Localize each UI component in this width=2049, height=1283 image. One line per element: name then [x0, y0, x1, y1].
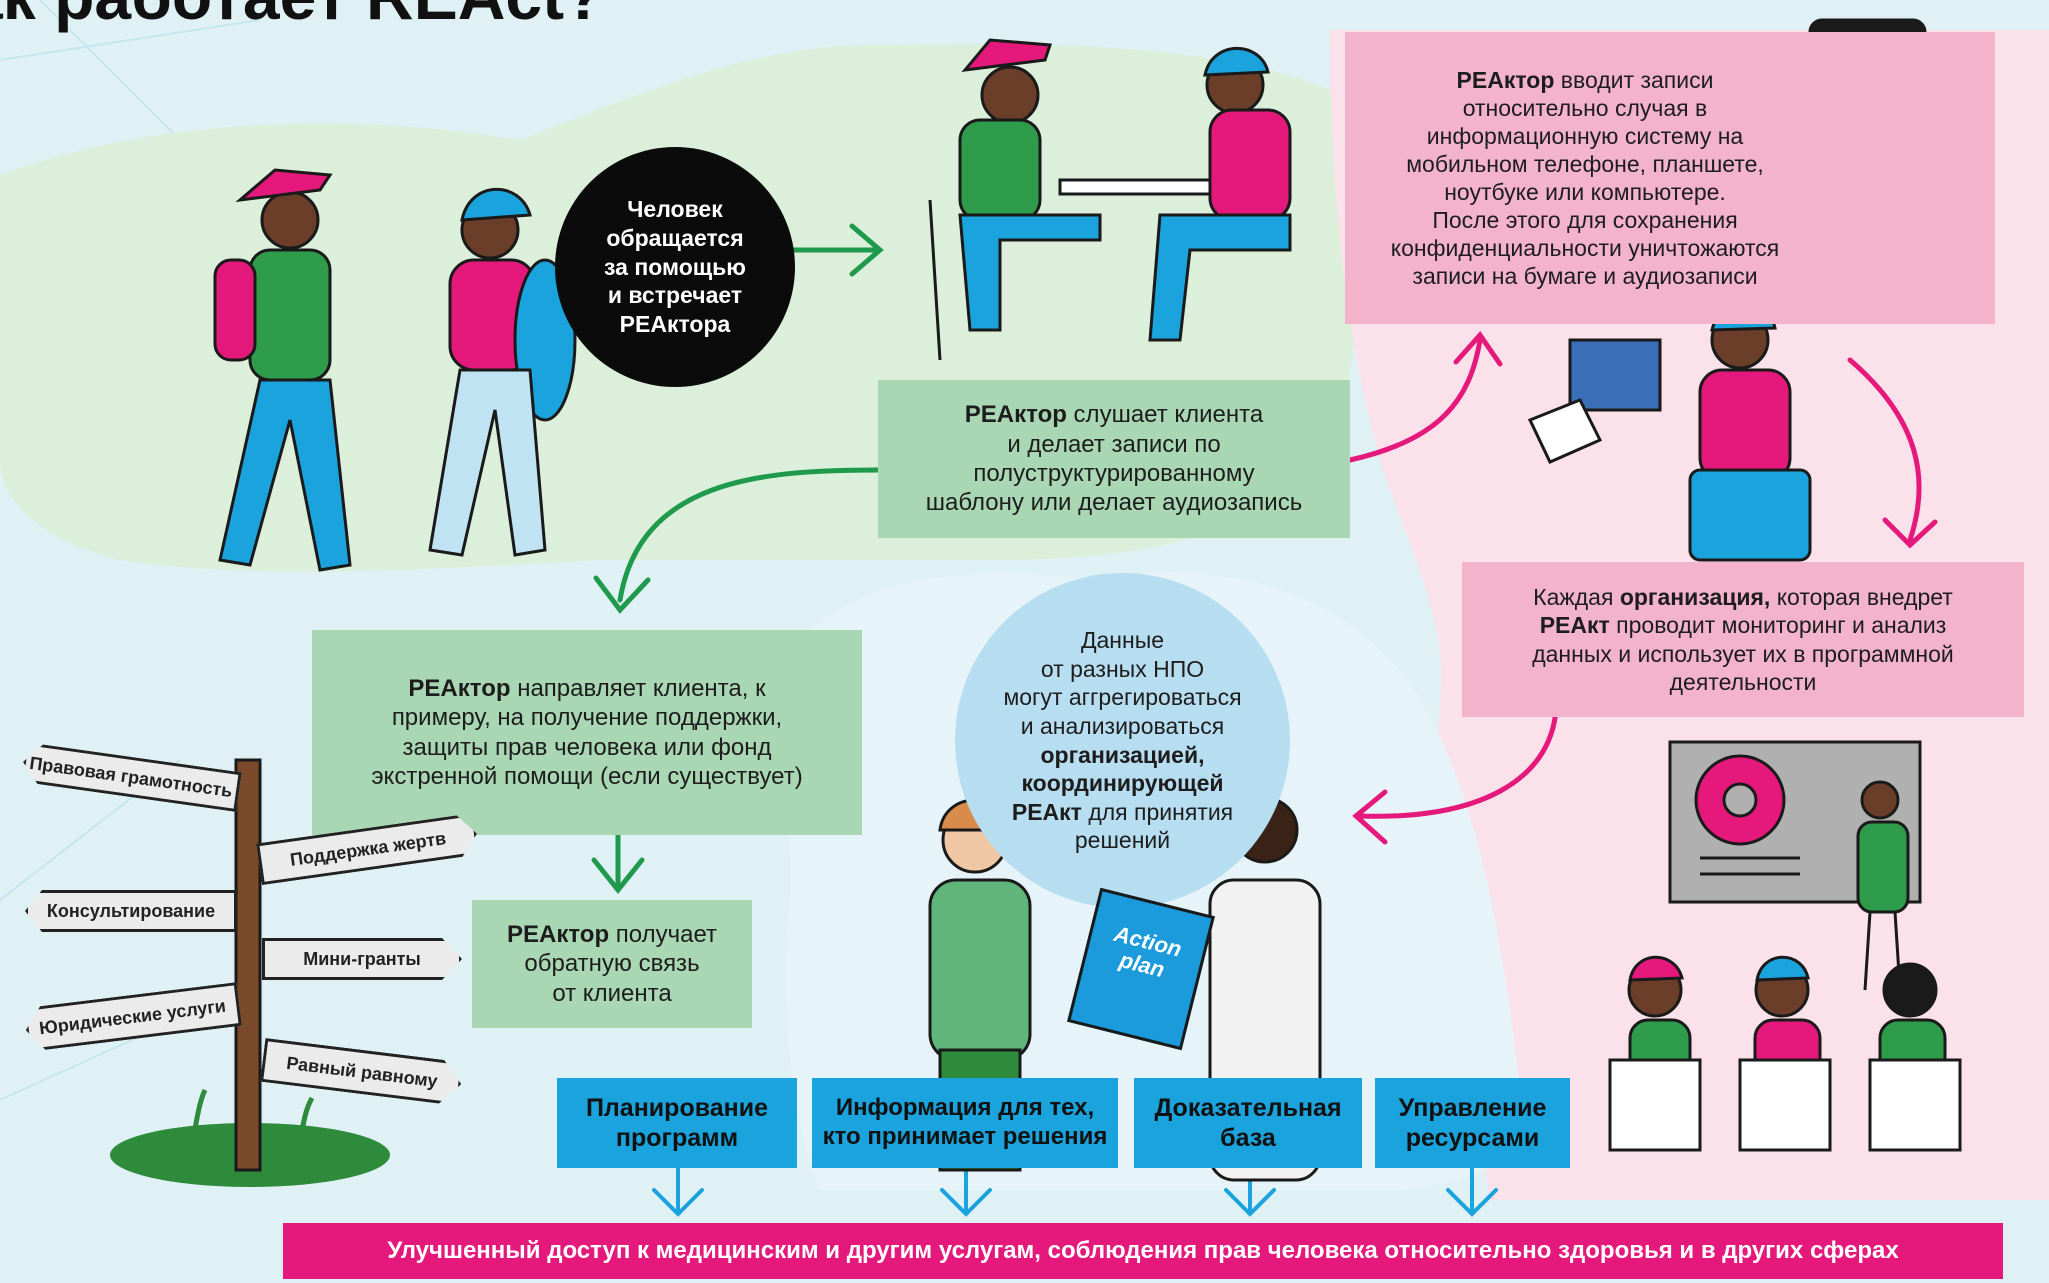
- output-line: Доказательная: [1154, 1094, 1342, 1122]
- org-line2-rest: проводит мониторинг и анализ: [1609, 612, 1947, 639]
- listen-line: шаблону или делает аудиозапись: [925, 489, 1303, 517]
- enter-bold: РЕАктор: [1456, 66, 1555, 93]
- feedback-box: РЕАктор получает обратную связь от клиен…: [472, 900, 752, 1028]
- org-rest: которая внедрет: [1770, 584, 1953, 611]
- page-title: ак работает REAct?: [0, 0, 604, 34]
- enter-line: мобильном телефоне, планшете,: [1406, 150, 1764, 177]
- person-laptop: [1527, 302, 1812, 562]
- refer-line: примеру, на получение поддержки,: [391, 704, 783, 732]
- sign-counseling: Консультирование: [25, 890, 237, 932]
- refer-bold: РЕАктор: [408, 674, 511, 702]
- outcome-banner: Улучшенный доступ к медицинским и другим…: [283, 1223, 2003, 1279]
- intro-line: обращается: [606, 224, 744, 251]
- sign-label: Равный равному: [285, 1052, 439, 1091]
- org-pre: Каждая: [1533, 584, 1620, 611]
- org-line: данных и использует их в программной: [1532, 640, 1954, 667]
- data-bold: РЕАкт: [1011, 798, 1082, 825]
- people-handshake: [213, 168, 577, 572]
- presentation: [1608, 740, 1962, 1152]
- data-rest: для принятия: [1081, 798, 1234, 825]
- data-aggregation-circle: Данные от разных НПО могут аггрегировать…: [955, 573, 1290, 908]
- data-line: от разных НПО: [1040, 655, 1205, 682]
- intro-line: Человек: [627, 196, 723, 223]
- feedback-line: от клиента: [552, 979, 672, 1007]
- organization-box: Каждая организация, которая внедрет РЕАк…: [1462, 562, 2024, 717]
- enter-line: информационную систему на: [1426, 122, 1744, 149]
- enter-line: ноутбуке или компьютере.: [1444, 179, 1726, 205]
- data-line: РЕАкт для принятия: [1012, 798, 1233, 827]
- enter-line: записи на бумаге и аудиозаписи: [1412, 263, 1758, 290]
- listen-line: и делает записи по: [1007, 430, 1221, 458]
- refer-line: экстренной помощи (если существует): [371, 762, 803, 790]
- sign-mini-grants: Мини-гранты: [262, 938, 462, 980]
- output-decision-makers: Информация для тех, кто принимает решени…: [812, 1078, 1118, 1168]
- enter-line: После этого для сохранения: [1432, 207, 1738, 234]
- refer-line: РЕАктор направляет клиента, к: [408, 674, 765, 703]
- signpost-pole: [234, 758, 262, 1172]
- refer-line: защиты прав человека или фонд: [402, 733, 772, 761]
- output-line: ресурсами: [1405, 1124, 1540, 1152]
- output-line: Информация для тех,: [835, 1094, 1095, 1122]
- output-program-planning: Планирование программ: [557, 1078, 797, 1168]
- sign-label: Консультирование: [46, 900, 216, 921]
- feedback-line: обратную связь: [524, 950, 700, 978]
- org-bold: организация,: [1619, 584, 1771, 611]
- output-line: база: [1220, 1124, 1276, 1152]
- sign-label: Мини-гранты: [303, 948, 421, 969]
- enter-rest: вводит записи: [1554, 66, 1714, 93]
- intro-line: и встречает: [607, 282, 743, 309]
- listen-bold: РЕАктор: [964, 401, 1067, 429]
- output-resource-management: Управление ресурсами: [1375, 1078, 1570, 1168]
- people-interview: [928, 38, 1292, 361]
- intro-line: РЕАктора: [619, 311, 731, 338]
- outcome-text: Улучшенный доступ к медицинским и другим…: [387, 1237, 1899, 1264]
- data-line: могут аггрегироваться: [1003, 684, 1242, 711]
- listen-line: РЕАктор слушает клиента: [965, 400, 1263, 429]
- output-line: кто принимает решения: [822, 1123, 1108, 1150]
- enter-line: относительно случая в: [1462, 94, 1708, 121]
- enter-line: РЕАктор вводит записи: [1457, 66, 1714, 94]
- enter-line: конфиденциальности уничтожаются: [1390, 235, 1780, 262]
- feedback-bold: РЕАктор: [506, 921, 610, 949]
- org-line2-bold: РЕАкт: [1539, 612, 1610, 639]
- data-line: и анализироваться: [1020, 712, 1225, 739]
- intro-line: за помощью: [604, 253, 746, 280]
- output-line: программ: [615, 1124, 739, 1152]
- data-bold: организацией,: [1040, 741, 1205, 768]
- output-line: Управление: [1398, 1094, 1547, 1122]
- feedback-line: РЕАктор получает: [507, 920, 717, 949]
- org-line: Каждая организация, которая внедрет: [1533, 583, 1953, 611]
- data-bold: координирующей: [1021, 770, 1224, 797]
- data-line: решений: [1074, 827, 1171, 854]
- output-evidence-base: Доказательная база: [1134, 1078, 1362, 1168]
- refer-rest: направляет клиента, к: [510, 674, 766, 702]
- listen-rest: слушает клиента: [1066, 401, 1264, 429]
- enter-records-box: РЕАктор вводит записи относительно случа…: [1345, 32, 1995, 324]
- org-line: РЕАкт проводит мониторинг и анализ: [1540, 611, 1947, 639]
- data-line: Данные: [1080, 627, 1165, 654]
- listen-box: РЕАктор слушает клиента и делает записи …: [878, 380, 1350, 538]
- listen-line: полуструктурированному: [973, 460, 1255, 487]
- org-line: деятельности: [1669, 668, 1817, 695]
- refer-box: РЕАктор направляет клиента, к примеру, н…: [312, 630, 862, 835]
- output-line: Планирование: [585, 1094, 769, 1122]
- feedback-rest: получает: [609, 921, 717, 949]
- intro-circle: Человек обращается за помощью и встречае…: [555, 147, 795, 387]
